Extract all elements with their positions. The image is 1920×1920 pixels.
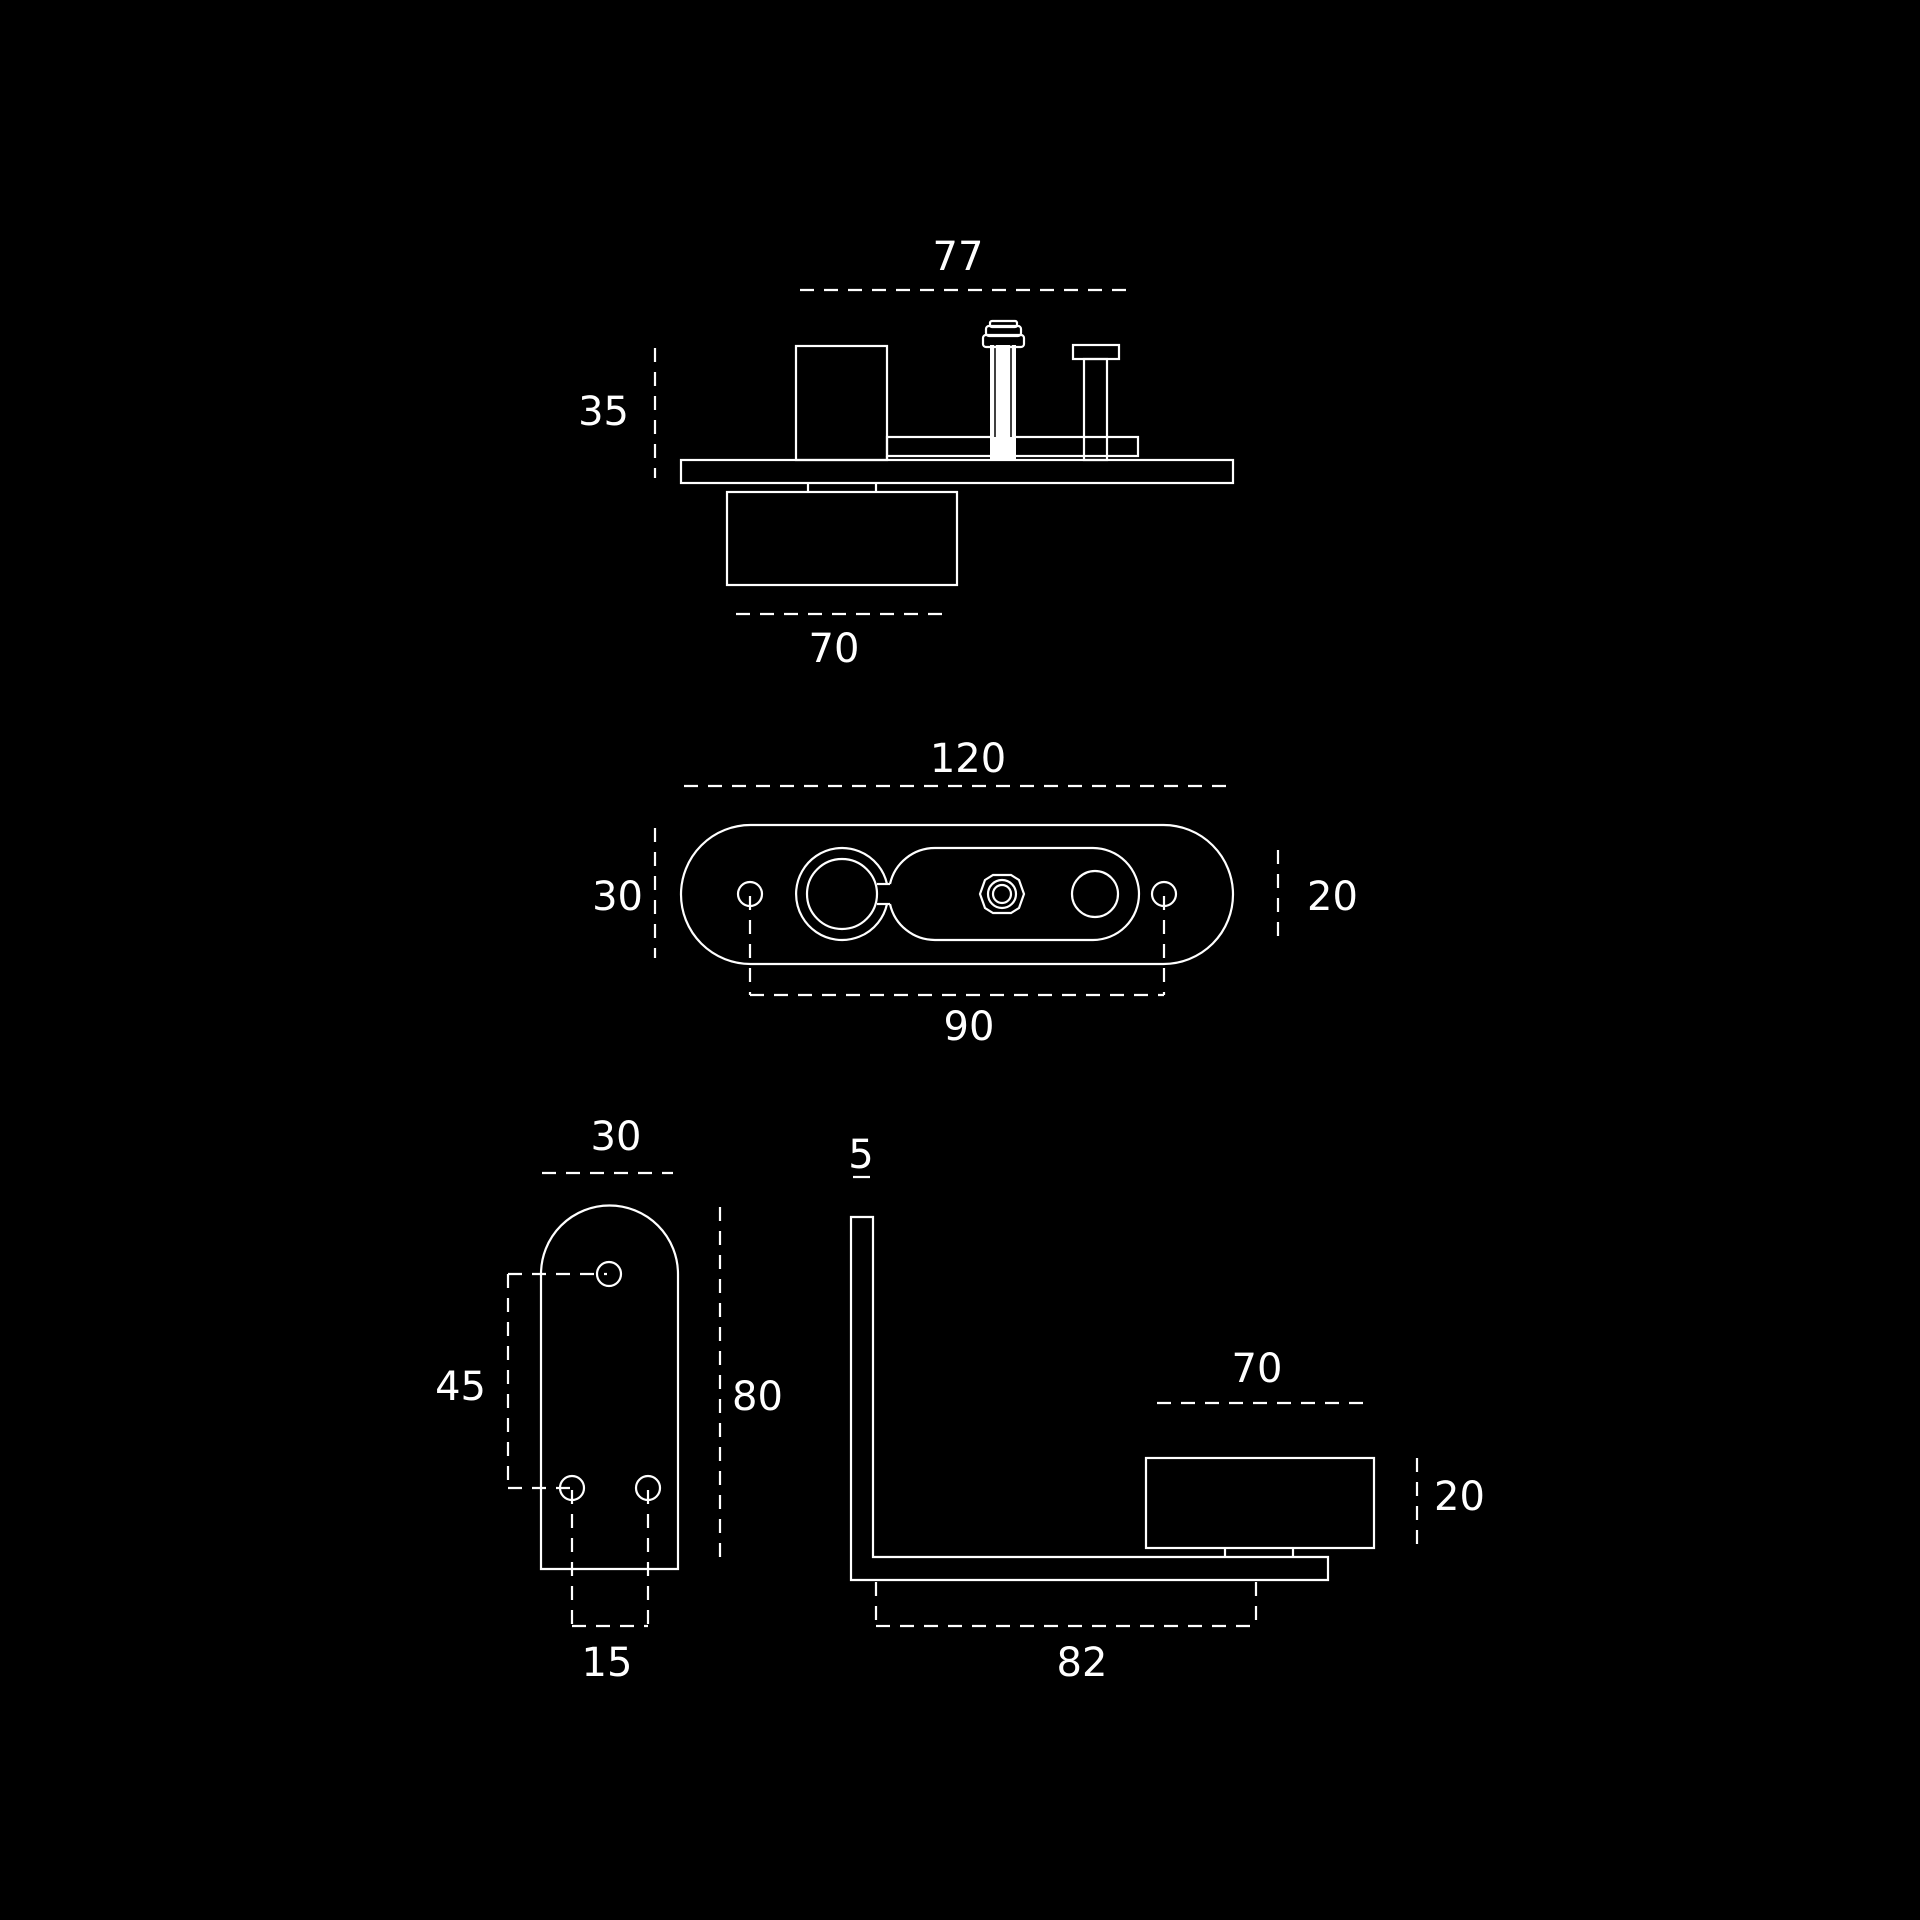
dim-label-77: 77 [933,234,984,280]
ring-inner [805,857,879,931]
dim-label-80: 80 [732,1374,783,1420]
dim-label-70-top: 70 [809,626,860,672]
bolt-shaft [990,345,1016,460]
dim-label-5: 5 [848,1132,873,1178]
hex-nut-ring [986,878,1018,910]
dim-label-20-front: 20 [1307,874,1358,920]
bracket-profile-view: 5 70 20 82 [848,1132,1485,1686]
lower-block [725,490,959,587]
bolt-head [988,319,1019,329]
slot-outline [888,846,1141,942]
dim-label-70-profile: 70 [1232,1346,1283,1392]
dim-label-20-profile: 20 [1434,1474,1485,1520]
dim-label-82: 82 [1057,1640,1108,1686]
plate-outline [679,823,1235,966]
l-bracket [849,1215,1330,1582]
dim-label-15: 15 [582,1640,633,1686]
dim-label-90: 90 [944,1004,995,1050]
upper-block [794,344,889,462]
ring-outer [795,846,889,942]
dim-label-120: 120 [930,736,1006,782]
bracket-hole-top [595,1260,623,1288]
hex-nut [978,873,1026,915]
hex-nut-hole [991,883,1013,905]
bracket-side-view: 30 45 80 15 [435,1114,783,1686]
dim-label-30-front: 30 [592,874,643,920]
profile-block [1144,1456,1376,1550]
pin-shaft [1082,357,1109,462]
pin-hole [1070,869,1120,919]
base-plate [679,458,1235,485]
dim-label-45: 45 [435,1364,486,1410]
bracket-outline [539,1204,680,1571]
front-view: 120 30 20 90 [592,736,1358,1050]
dim-label-35: 35 [578,389,629,435]
dim-label-30-bracket: 30 [591,1114,642,1160]
top-view: 77 35 70 [578,234,1235,672]
